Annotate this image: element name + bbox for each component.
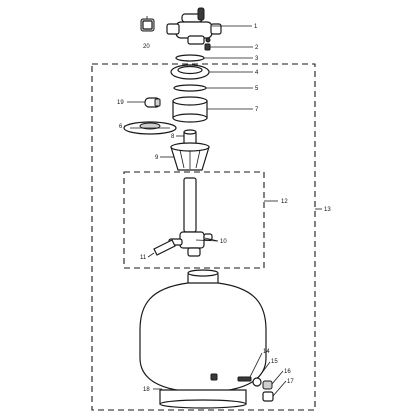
tank-body-part-18 xyxy=(139,269,267,409)
callout-14: 14 xyxy=(263,349,270,355)
callout-20: 20 xyxy=(143,44,150,50)
lateral-hub-part-10 xyxy=(168,177,213,257)
multiport-valve-part-1 xyxy=(166,7,222,45)
diffuser-part-6 xyxy=(123,121,177,135)
lateral-assembly-boundary xyxy=(123,171,265,269)
callout-8: 8 xyxy=(171,134,175,140)
basket-part-9 xyxy=(170,142,210,171)
lateral-part-11 xyxy=(153,239,176,256)
callout-15: 15 xyxy=(271,359,278,365)
callout-1: 1 xyxy=(254,24,258,30)
gasket-part-5 xyxy=(173,84,207,92)
callout-4: 4 xyxy=(255,70,259,76)
o-ring-part-3 xyxy=(175,54,205,62)
valve-plug-part-2 xyxy=(204,43,211,51)
callout-3: 3 xyxy=(255,56,259,62)
callout-13: 13 xyxy=(324,207,331,213)
callout-6: 6 xyxy=(119,124,123,130)
callout-17: 17 xyxy=(287,379,294,385)
flange-part-4 xyxy=(170,64,210,80)
callout-9: 9 xyxy=(155,155,159,161)
callout-19: 19 xyxy=(117,100,124,106)
collar-part-7 xyxy=(172,96,208,123)
drain-assembly-part-14-17 xyxy=(237,376,274,402)
callout-7: 7 xyxy=(255,107,259,113)
drain-cap-part-20 xyxy=(140,16,155,32)
callout-18: 18 xyxy=(143,387,150,393)
callout-11: 11 xyxy=(140,255,147,261)
callout-5: 5 xyxy=(255,86,259,92)
callout-12: 12 xyxy=(281,199,288,205)
callout-2: 2 xyxy=(255,45,259,51)
sight-glass-part-19 xyxy=(144,97,161,108)
callout-10: 10 xyxy=(220,239,227,245)
callout-16: 16 xyxy=(284,369,291,375)
